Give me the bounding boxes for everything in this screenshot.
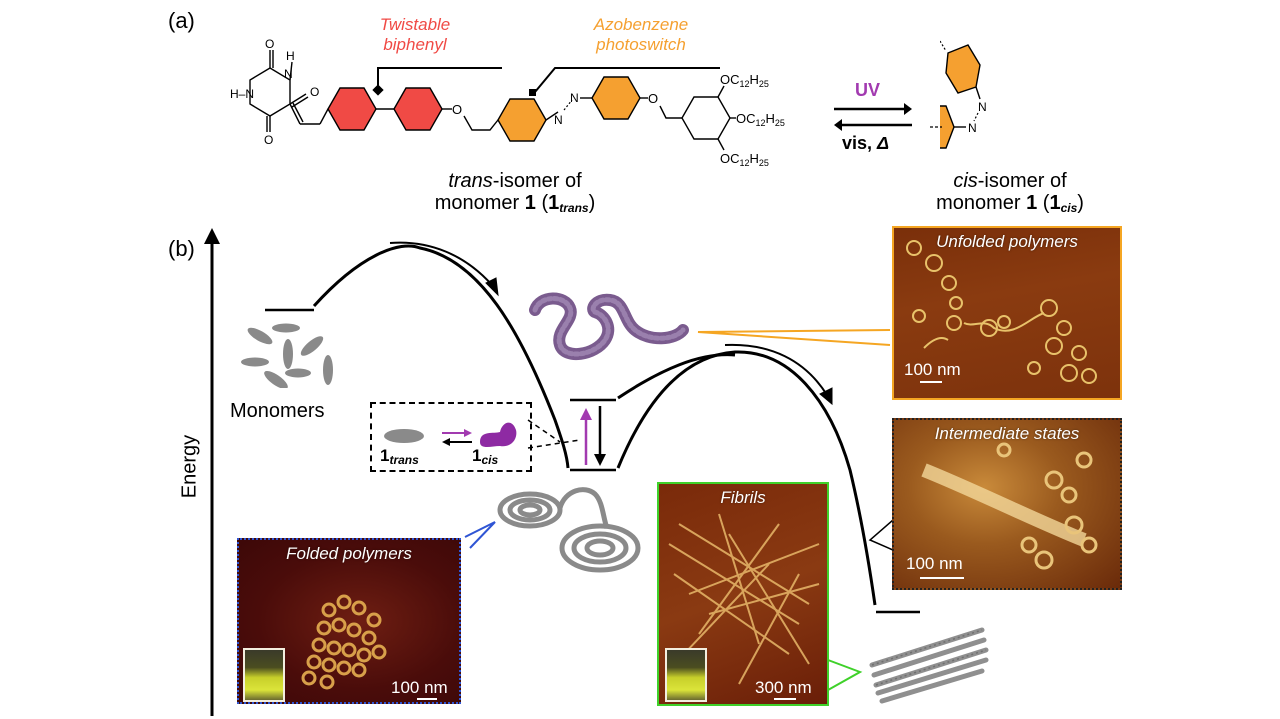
photoisomerization-arrows bbox=[834, 103, 912, 131]
folded-polymer-model bbox=[497, 487, 641, 573]
chain-1: OC12H25 bbox=[720, 72, 769, 89]
isomer-equilibrium-inset: 1trans 1cis bbox=[370, 402, 532, 472]
cis-atom-n-2: N bbox=[968, 121, 977, 135]
afm-unfolded-title: Unfolded polymers bbox=[936, 232, 1078, 251]
afm-unfolded-texture bbox=[906, 240, 1097, 384]
atom-o-right: O bbox=[310, 85, 319, 99]
fibril-bundle-model bbox=[869, 627, 989, 704]
cis-caption: cis-isomer of monomer 1 (1cis) bbox=[936, 170, 1084, 215]
cis-azobenzene-structure: N N bbox=[940, 40, 987, 149]
folded-callout bbox=[464, 521, 496, 549]
afm-folded-polymers: Folded polymers 100 nm bbox=[237, 538, 461, 704]
barrier-2-arrow bbox=[724, 343, 828, 396]
atom-n-azo-1: N bbox=[554, 113, 563, 127]
afm-unfolded-polymers: Unfolded polymers 100 nm bbox=[892, 226, 1122, 400]
afm-folded-scale-bar bbox=[417, 698, 437, 700]
panel-a-label: (a) bbox=[168, 8, 195, 33]
biphenyl-pointer bbox=[377, 67, 502, 90]
atom-o-ether-1: O bbox=[452, 102, 462, 117]
afm-unfolded-scale-bar bbox=[920, 381, 942, 383]
atom-n-top: N bbox=[284, 67, 293, 81]
azobenzene-pointer bbox=[534, 67, 720, 93]
atom-n-azo-2: N bbox=[570, 91, 579, 105]
cis-ring-lower-shape bbox=[930, 126, 942, 128]
afm-fibrils-title: Fibrils bbox=[720, 488, 766, 507]
atom-o-bottom: O bbox=[264, 133, 273, 147]
afm-folded-texture bbox=[301, 594, 387, 690]
vis-heat-label: vis, Δ bbox=[842, 133, 890, 153]
afm-folded-scale-label: 100 nm bbox=[391, 678, 448, 697]
cis-atom-n-1: N bbox=[978, 100, 987, 114]
uv-label: UV bbox=[855, 80, 881, 100]
afm-intermediate-scale-bar bbox=[920, 577, 964, 579]
atom-o-top: O bbox=[265, 37, 274, 51]
afm-fibrils-scale-bar bbox=[774, 698, 796, 700]
barrier-1-arrow bbox=[389, 241, 493, 286]
fibrils-callout bbox=[827, 659, 863, 691]
monomers-label: Monomers bbox=[230, 400, 325, 422]
afm-fibrils-scale-label: 300 nm bbox=[755, 678, 812, 697]
panel-b-label: (b) bbox=[168, 236, 195, 261]
monomers-cluster bbox=[241, 323, 333, 388]
vis-down-arrowhead bbox=[594, 454, 606, 466]
alkoxy-chains: OC12H25 OC12H25 OC12H25 bbox=[720, 72, 785, 168]
azobenzene-label-line2: photoswitch bbox=[596, 35, 686, 54]
energy-axis-arrowhead bbox=[204, 228, 220, 244]
uv-up-arrowhead bbox=[580, 408, 592, 420]
barbituric-acid-ring bbox=[249, 50, 320, 132]
biphenyl-label: Twistable biphenyl bbox=[330, 15, 500, 55]
afm-unfolded-scale-label: 100 nm bbox=[904, 360, 961, 379]
chain-3: OC12H25 bbox=[720, 151, 769, 168]
folded-vial-photo bbox=[243, 648, 285, 702]
afm-fibrils: Fibrils 300 nm bbox=[657, 482, 829, 706]
inset-trans-label: 1trans bbox=[380, 446, 419, 467]
chain-2: OC12H25 bbox=[736, 111, 785, 128]
trans-monomer-structure: O H N H–N O O O N N O OC12H25 OC12H25 OC… bbox=[230, 37, 785, 168]
afm-intermediate-texture bbox=[921, 442, 1098, 570]
barrier-1-curve bbox=[312, 244, 570, 469]
atom-h-top: H bbox=[286, 49, 295, 63]
atom-hn-left: H–N bbox=[230, 87, 254, 101]
unfolded-callout bbox=[697, 329, 891, 346]
cis-monomer-shape bbox=[480, 422, 517, 447]
afm-intermediate-states: Intermediate states 100 nm bbox=[892, 418, 1122, 590]
atom-o-ether-2: O bbox=[648, 91, 658, 106]
azobenzene-label-line1: Azobenzene bbox=[593, 15, 689, 34]
fibrils-vial-photo bbox=[665, 648, 707, 702]
inset-cis-label: 1cis bbox=[472, 446, 499, 467]
cis-ring-lower bbox=[940, 105, 955, 149]
intermediate-callout bbox=[868, 519, 894, 551]
trans-monomer-shape bbox=[384, 429, 424, 443]
barrier-2-curve-lower bbox=[616, 350, 877, 606]
unfolded-polymer-model bbox=[529, 292, 689, 361]
afm-fibrils-texture bbox=[668, 513, 820, 685]
biphenyl-label-line2: biphenyl bbox=[383, 35, 447, 54]
azobenzene-label: Azobenzene photoswitch bbox=[556, 15, 726, 55]
afm-intermediate-scale-label: 100 nm bbox=[906, 554, 963, 573]
afm-intermediate-title: Intermediate states bbox=[934, 424, 1080, 443]
trans-caption: trans-isomer of monomer 1 (1trans) bbox=[434, 170, 596, 215]
biphenyl-label-line1: Twistable bbox=[379, 15, 451, 34]
afm-folded-title: Folded polymers bbox=[286, 544, 412, 563]
energy-axis bbox=[204, 228, 220, 716]
